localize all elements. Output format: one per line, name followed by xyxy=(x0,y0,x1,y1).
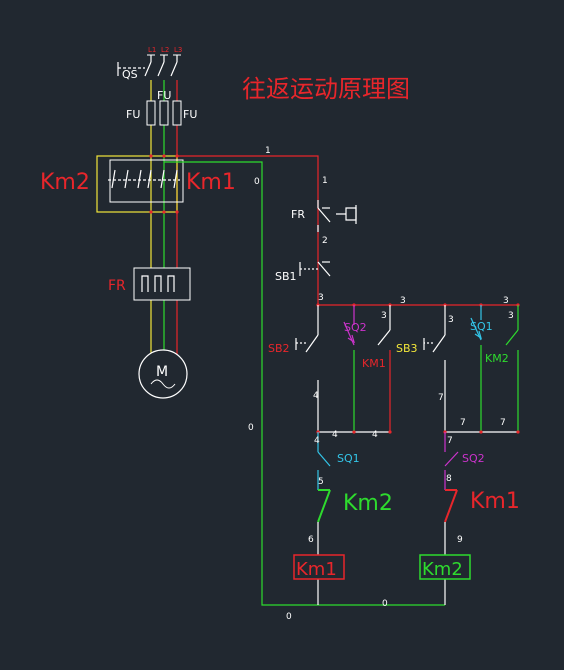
sq2-limit-switch-upper xyxy=(343,305,356,346)
phase-label-l2: L2 xyxy=(161,46,169,54)
sq2-lower-label: SQ2 xyxy=(462,452,485,465)
fuse-label-center: FU xyxy=(157,89,171,102)
fuse-label-left: FU xyxy=(126,108,140,121)
main-contactor-label-left: Km2 xyxy=(40,170,90,195)
km2-interlock-contact xyxy=(317,489,331,523)
node-label: 3 xyxy=(508,311,514,321)
sb2-label: SB2 xyxy=(268,342,290,355)
node-label: 2 xyxy=(322,236,328,246)
node-label: 3 xyxy=(503,296,509,306)
km2-main-bus-yellow xyxy=(96,155,178,213)
km2-interlock-label: Km2 xyxy=(343,491,393,516)
km2-aux-label: KM2 xyxy=(485,352,509,365)
km1-aux-label: KM1 xyxy=(362,357,386,370)
node-label: 7 xyxy=(460,418,466,428)
km1-aux-contact xyxy=(377,305,391,346)
km2-main-bus-white xyxy=(109,159,184,203)
motor-symbol xyxy=(138,349,188,399)
qs-isolator-switch xyxy=(117,55,178,77)
fr-control-label: FR xyxy=(291,208,305,221)
km2-coil-label: Km2 xyxy=(422,559,463,580)
qs-label: QS xyxy=(122,68,138,81)
sb3-reverse-button xyxy=(423,305,446,432)
sq2-upper-label: SQ2 xyxy=(344,321,367,334)
phase-label-l1: L1 xyxy=(148,46,156,54)
sq1-limit-switch-lower xyxy=(317,432,331,490)
node-label: 3 xyxy=(400,296,406,306)
node-label: 9 xyxy=(457,535,463,545)
sq2-limit-switch-lower xyxy=(444,432,459,490)
main-contactor-contacts xyxy=(108,169,180,189)
main-power-circuit: L1 L2 L3 QS FU FU FU xyxy=(40,46,236,399)
fr-thermal-overload xyxy=(133,267,191,301)
sb1-label: SB1 xyxy=(275,270,297,283)
fr-main-label: FR xyxy=(108,278,126,294)
fr-control-contact xyxy=(317,200,357,232)
node-label: 4 xyxy=(372,430,378,440)
sq1-limit-switch-upper xyxy=(470,305,483,341)
node-label: 1 xyxy=(322,176,328,186)
control-circuit: FR SB1 SB2 SQ2 xyxy=(164,146,520,622)
node-label: 8 xyxy=(446,474,452,484)
node-label: 3 xyxy=(448,315,454,325)
node-label: 4 xyxy=(314,436,320,446)
diagram-title: 往返运动原理图 xyxy=(242,75,410,103)
node-label: 0 xyxy=(254,177,260,187)
node-label: 7 xyxy=(500,418,506,428)
node-label: 3 xyxy=(381,311,387,321)
motor-label: M xyxy=(156,364,168,380)
node-label: 3 xyxy=(318,293,324,303)
main-junction-dots xyxy=(149,154,179,214)
phase-label-l3: L3 xyxy=(174,46,182,54)
fuse-label-right: FU xyxy=(183,108,197,121)
km2-aux-contact xyxy=(505,305,519,432)
sb2-forward-button xyxy=(295,305,319,432)
node-label: 6 xyxy=(308,535,314,545)
node-label: 0 xyxy=(382,599,388,609)
km1-coil-label: Km1 xyxy=(296,559,337,580)
control-supply-wire-0 xyxy=(164,161,445,606)
sb1-stop-button xyxy=(299,261,331,277)
node-label: 5 xyxy=(318,477,324,487)
node-labels: 1 0 1 2 3 3 3 3 3 3 4 4 4 4 7 7 7 7 0 8 … xyxy=(248,146,514,622)
node-label: 1 xyxy=(265,146,271,156)
node-label: 7 xyxy=(438,393,444,403)
fuses xyxy=(146,100,182,126)
main-contactor-label-right: Km1 xyxy=(186,170,236,195)
sq1-lower-label: SQ1 xyxy=(337,452,360,465)
node-label: 7 xyxy=(447,436,453,446)
node-label: 4 xyxy=(332,430,338,440)
km2-coil xyxy=(419,554,471,580)
control-supply-wire-1 xyxy=(177,155,319,305)
km1-coil xyxy=(293,554,345,580)
km1-interlock-contact xyxy=(444,489,458,523)
sb3-label: SB3 xyxy=(396,342,418,355)
node-label: 4 xyxy=(313,391,319,401)
sq1-upper-label: SQ1 xyxy=(470,320,493,333)
node-label: 0 xyxy=(286,612,292,622)
km1-interlock-label: Km1 xyxy=(470,489,520,514)
node-label: 0 xyxy=(248,423,254,433)
